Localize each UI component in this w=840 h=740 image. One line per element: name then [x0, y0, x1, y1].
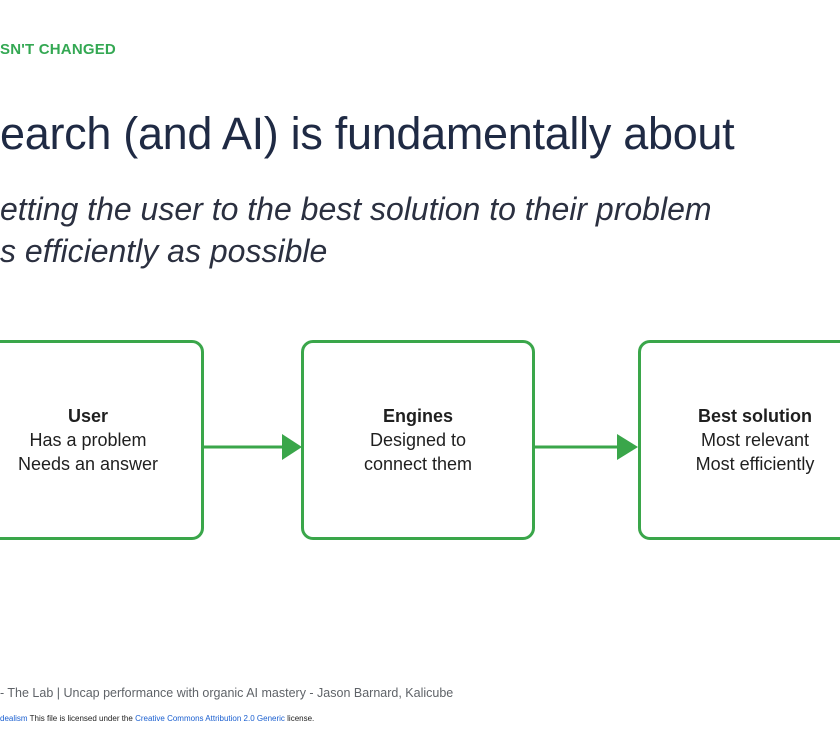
best-solution-box: Best solution Most relevant Most efficie… — [638, 340, 840, 540]
arrow-engines-to-best — [535, 434, 638, 460]
license-end-text: license. — [287, 714, 315, 723]
arrow-user-to-engines-head — [282, 434, 302, 460]
best-solution-box-line-2: Most efficiently — [695, 454, 815, 474]
user-box: User Has a problem Needs an answer — [0, 340, 204, 540]
user-box-line-2: Needs an answer — [17, 454, 159, 474]
arrow-engines-to-best-head — [617, 434, 638, 460]
slide-subtitle: etting the user to the best solution to … — [0, 188, 712, 272]
subtitle-line-1: etting the user to the best solution to … — [0, 191, 712, 227]
user-box-line-1: Has a problem — [29, 430, 147, 450]
license-notice: dealism This file is licensed under the … — [0, 714, 314, 723]
subtitle-line-2: s efficiently as possible — [0, 233, 328, 269]
engines-box: Engines Designed to connect them — [301, 340, 535, 540]
engines-box-heading: Engines — [382, 406, 453, 426]
license-text: This file is licensed under the — [29, 714, 133, 723]
slide-title: earch (and AI) is fundamentally about — [0, 108, 735, 159]
section-kicker: SN'T CHANGED — [0, 41, 116, 58]
license-link[interactable]: Creative Commons Attribution 2.0 Generic — [135, 714, 285, 723]
user-box-heading: User — [67, 406, 109, 426]
slide-footer: - The Lab | Uncap performance with organ… — [0, 686, 454, 700]
author-link[interactable]: dealism — [0, 714, 28, 723]
arrow-user-to-engines — [204, 434, 302, 460]
engines-box-line-1: Designed to — [369, 430, 467, 450]
best-solution-box-line-1: Most relevant — [700, 430, 810, 450]
engines-box-line-2: connect them — [363, 454, 473, 474]
best-solution-box-heading: Best solution — [697, 406, 812, 426]
